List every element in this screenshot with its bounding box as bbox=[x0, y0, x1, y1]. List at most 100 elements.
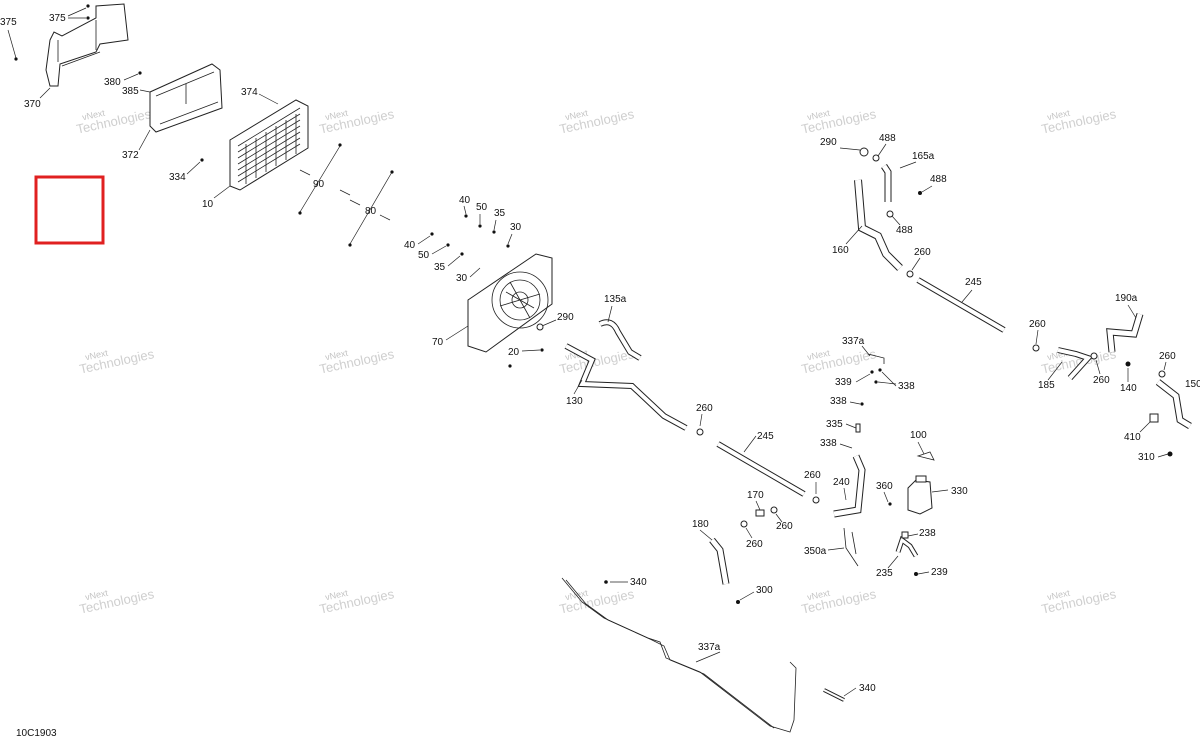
callout-160: 160 bbox=[832, 245, 849, 256]
radiator-part bbox=[229, 99, 309, 191]
callout-240: 240 bbox=[833, 477, 850, 488]
callout-185: 185 bbox=[1038, 380, 1055, 391]
callout-40: 40 bbox=[459, 195, 471, 206]
callout-375: 375 bbox=[0, 17, 17, 28]
callout-335: 335 bbox=[826, 419, 843, 430]
callout-90: 90 bbox=[313, 179, 325, 190]
callout-260: 260 bbox=[914, 247, 931, 258]
watermark: vNext Technologies bbox=[318, 586, 396, 617]
callout-290: 290 bbox=[557, 312, 574, 323]
callout-310: 310 bbox=[1138, 452, 1155, 463]
callout-330: 330 bbox=[951, 486, 968, 497]
parts-layer bbox=[45, 3, 1192, 733]
callout-340: 340 bbox=[630, 577, 647, 588]
callout-488: 488 bbox=[896, 225, 913, 236]
callout-338: 338 bbox=[820, 438, 837, 449]
callout-135a: 135a bbox=[604, 294, 627, 305]
callout-50: 50 bbox=[418, 250, 430, 261]
callout-260: 260 bbox=[804, 470, 821, 481]
bolt-set bbox=[299, 169, 391, 221]
callout-385: 385 bbox=[122, 86, 139, 97]
callout-239: 239 bbox=[931, 567, 948, 578]
watermark: vNext Technologies bbox=[558, 106, 636, 137]
watermark: vNext Technologies bbox=[800, 346, 878, 377]
svg-text:vNext: vNext bbox=[1046, 588, 1071, 603]
callout-337a: 337a bbox=[698, 642, 721, 653]
watermark: vNext Technologies bbox=[800, 586, 878, 617]
bracket-350a-part bbox=[843, 527, 859, 567]
callout-30: 30 bbox=[510, 222, 522, 233]
watermark: vNext Technologies bbox=[78, 586, 156, 617]
callout-10: 10 bbox=[202, 199, 214, 210]
callout-labels: 375 375 370 380 385 372 374 334 10 90 80… bbox=[0, 13, 1200, 694]
callout-70: 70 bbox=[432, 337, 444, 348]
svg-text:vNext: vNext bbox=[806, 588, 831, 603]
callout-35: 35 bbox=[434, 262, 446, 273]
callout-350a: 350a bbox=[804, 546, 827, 557]
callout-130: 130 bbox=[566, 396, 583, 407]
callout-337a: 337a bbox=[842, 336, 865, 347]
callout-260: 260 bbox=[1029, 319, 1046, 330]
doc-code: 10C1903 bbox=[16, 728, 57, 739]
callout-338: 338 bbox=[898, 381, 915, 392]
callout-410: 410 bbox=[1124, 432, 1141, 443]
svg-text:vNext: vNext bbox=[806, 348, 831, 363]
fan-assembly-part bbox=[467, 253, 553, 353]
callout-180: 180 bbox=[692, 519, 709, 530]
leader-lines bbox=[7, 4, 1173, 697]
svg-text:vNext: vNext bbox=[1046, 108, 1071, 123]
svg-text:vNext: vNext bbox=[84, 348, 109, 363]
svg-text:vNext: vNext bbox=[806, 108, 831, 123]
callout-260: 260 bbox=[746, 539, 763, 550]
air-deflector-part bbox=[45, 3, 129, 87]
callout-374: 374 bbox=[241, 87, 258, 98]
callout-238: 238 bbox=[919, 528, 936, 539]
callout-300: 300 bbox=[756, 585, 773, 596]
watermark: vNext Technologies bbox=[318, 106, 396, 137]
callout-80: 80 bbox=[365, 206, 377, 217]
shroud-detail bbox=[155, 71, 219, 125]
callout-40: 40 bbox=[404, 240, 416, 251]
callout-370: 370 bbox=[24, 99, 41, 110]
callout-372: 372 bbox=[122, 150, 139, 161]
svg-text:vNext: vNext bbox=[324, 348, 349, 363]
callout-20: 20 bbox=[508, 347, 520, 358]
svg-text:vNext: vNext bbox=[81, 108, 106, 123]
watermark: vNext Technologies bbox=[1040, 586, 1118, 617]
svg-text:vNext: vNext bbox=[324, 588, 349, 603]
callout-260: 260 bbox=[1159, 351, 1176, 362]
callout-140: 140 bbox=[1120, 383, 1137, 394]
callout-290: 290 bbox=[820, 137, 837, 148]
callout-190a: 190a bbox=[1115, 293, 1138, 304]
callout-260: 260 bbox=[1093, 375, 1110, 386]
callout-165a: 165a bbox=[912, 151, 935, 162]
callout-235: 235 bbox=[876, 568, 893, 579]
watermark: vNext Technologies bbox=[800, 106, 878, 137]
callout-260: 260 bbox=[696, 403, 713, 414]
callout-245: 245 bbox=[757, 431, 774, 442]
svg-text:vNext: vNext bbox=[564, 588, 589, 603]
callout-30: 30 bbox=[456, 273, 468, 284]
highlight-box bbox=[34, 175, 105, 245]
callout-334: 334 bbox=[169, 172, 186, 183]
svg-text:vNext: vNext bbox=[564, 108, 589, 123]
svg-text:vNext: vNext bbox=[84, 588, 109, 603]
callout-488: 488 bbox=[930, 174, 947, 185]
callout-260: 260 bbox=[776, 521, 793, 532]
deflector-detail bbox=[57, 20, 101, 67]
callout-245: 245 bbox=[965, 277, 982, 288]
coolant-reservoir-part bbox=[907, 475, 933, 515]
callout-339: 339 bbox=[835, 377, 852, 388]
callout-340: 340 bbox=[859, 683, 876, 694]
callout-170: 170 bbox=[747, 490, 764, 501]
svg-text:vNext: vNext bbox=[324, 108, 349, 123]
callout-375: 375 bbox=[49, 13, 66, 24]
callout-50: 50 bbox=[476, 202, 488, 213]
watermark: vNext Technologies bbox=[78, 346, 156, 377]
callout-338: 338 bbox=[830, 396, 847, 407]
watermark: vNext Technologies bbox=[75, 106, 153, 137]
callout-100: 100 bbox=[910, 430, 927, 441]
watermark: vNext Technologies bbox=[318, 346, 396, 377]
